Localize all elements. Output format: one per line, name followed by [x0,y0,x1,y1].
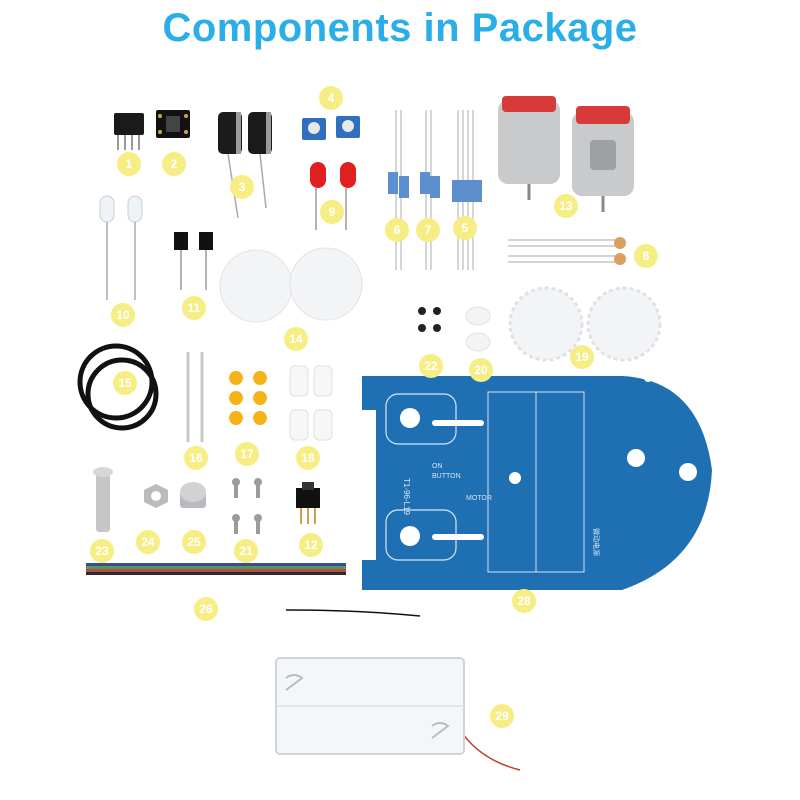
white-caps [465,306,491,352]
clear-leds [99,195,143,300]
silkscreen-button: BUTTON [432,473,461,480]
label-badge: 7 [416,218,440,242]
capacitors [218,112,272,219]
label-badge: 4 [319,86,343,110]
silkscreen-motor: MOTOR [466,495,492,502]
label-badge: 8 [634,244,658,268]
label-badge: 1 [117,152,141,176]
label-badge: 15 [113,371,137,395]
page-title: Components in Package [162,6,638,50]
silkscreen-on: ON [432,463,443,470]
wood-screws [232,478,262,534]
cap-nut [180,482,206,508]
label-badge: 5 [453,216,477,240]
label-badge: 12 [299,533,323,557]
silkscreen-id: T1-96-L19 [402,478,411,515]
label-badge: 3 [230,175,254,199]
label-badge: 28 [512,589,536,613]
ic-socket [156,110,190,138]
silkscreen-power: 微动电源 [592,528,601,556]
label-badge: 20 [469,358,493,382]
label-badge: 18 [296,446,320,470]
label-badge: 13 [554,194,578,218]
spacers [229,371,267,425]
red-leds [310,162,356,230]
label-badge: 14 [284,327,308,351]
rubber-rings [77,343,159,431]
battery-holder [275,609,521,771]
slide-switches [289,365,333,441]
transistors [174,232,213,290]
label-badge: 19 [570,345,594,369]
label-badge: 10 [111,303,135,327]
label-badge: 9 [320,200,344,224]
photoresistors [508,237,626,265]
pcb-board: T1-96-L19 ON BUTTON MOTOR 微动电源 [362,374,712,590]
push-button [296,482,320,524]
label-badge: 23 [90,539,114,563]
potentiometers [302,116,360,140]
label-badge: 2 [162,152,186,176]
nut [144,484,168,508]
label-badge: 17 [235,442,259,466]
label-badge: 22 [419,354,443,378]
gears [508,286,662,362]
label-badge: 24 [136,530,160,554]
motors [498,96,634,212]
label-badge: 16 [184,446,208,470]
ribbon-cable [86,563,346,575]
ic-chip [114,113,144,150]
label-badge: 29 [490,704,514,728]
wheels [219,247,363,323]
small-screws [418,307,441,332]
label-badge: 25 [182,530,206,554]
label-badge: 11 [182,296,206,320]
label-badge: 21 [234,539,258,563]
label-badge: 6 [385,218,409,242]
label-badge: 26 [194,597,218,621]
axles [186,352,204,442]
bolt [93,467,113,532]
resistors [388,110,482,270]
